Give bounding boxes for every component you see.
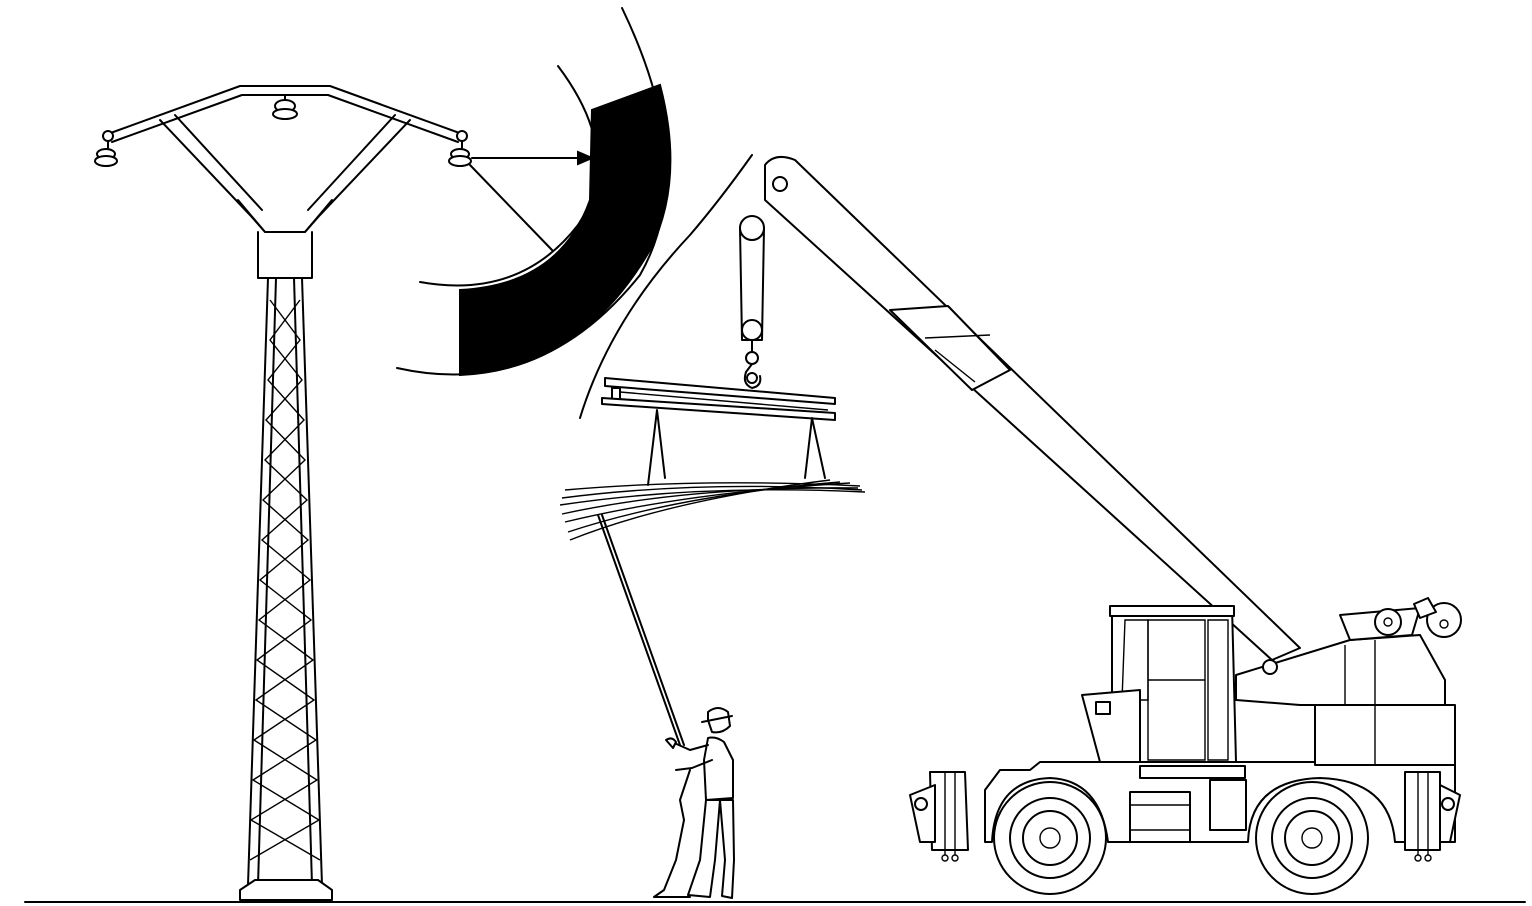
boom-pivot xyxy=(1263,660,1277,674)
winch-drum-front xyxy=(1375,609,1401,635)
danger-zone-arc xyxy=(397,8,752,418)
fuel-tank xyxy=(1130,792,1190,842)
engine-housing xyxy=(1315,705,1455,765)
load-sling-left xyxy=(648,410,665,485)
boom-tip-pulley xyxy=(773,177,787,191)
worker-leg-right xyxy=(720,800,734,898)
insulator-center xyxy=(273,95,297,119)
pylon-footing xyxy=(240,880,332,900)
hook-swivel xyxy=(746,352,758,364)
wheel-rear xyxy=(1256,782,1368,894)
crane-boom xyxy=(740,157,1300,660)
cab-lower-body xyxy=(1082,690,1140,762)
insulator-left xyxy=(95,131,117,166)
tagline-rope xyxy=(598,515,680,745)
guide-rope xyxy=(560,480,865,745)
boom-section-collar xyxy=(890,306,1010,390)
worker xyxy=(654,708,734,898)
chassis-deck xyxy=(1140,766,1245,778)
insulator-right xyxy=(449,131,471,166)
conductor-line xyxy=(470,165,552,250)
worker-torso xyxy=(704,738,733,801)
mobile-crane xyxy=(910,598,1461,894)
power-line-pylon xyxy=(95,86,471,900)
pylon-left-brace xyxy=(160,120,265,232)
boom-main xyxy=(765,157,1300,660)
danger-zone-filled-band xyxy=(460,85,670,375)
suspended-steel-beam xyxy=(602,378,835,485)
cab-roof xyxy=(1110,606,1234,616)
outrigger-front xyxy=(910,772,968,861)
worker-leg-left xyxy=(688,800,720,897)
pylon-mast xyxy=(248,278,322,885)
pylon-right-brace xyxy=(305,120,410,232)
wheel-front xyxy=(994,782,1106,894)
load-sling-right xyxy=(805,418,825,478)
